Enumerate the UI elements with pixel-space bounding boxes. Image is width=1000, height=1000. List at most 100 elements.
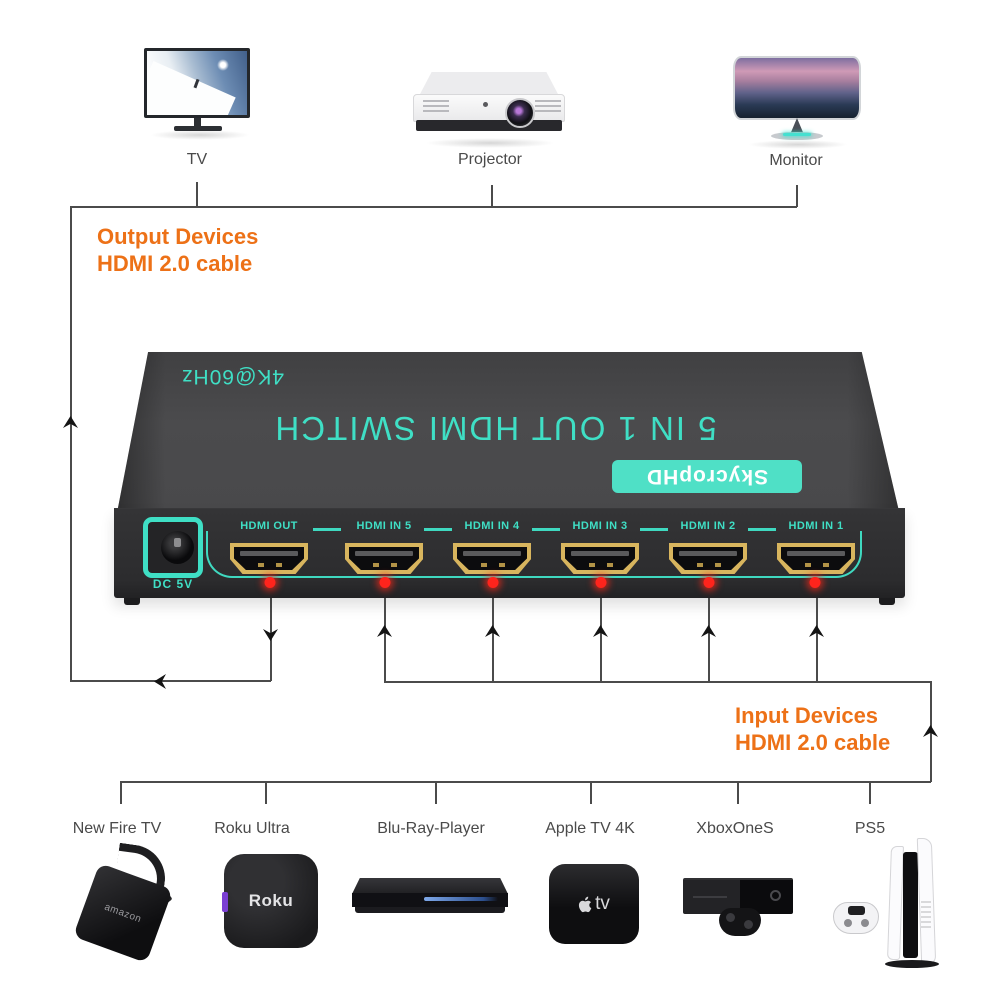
port-label-hdmi-in2: HDMI IN 2	[680, 520, 736, 532]
hdmi-in1-slot	[786, 551, 846, 556]
bluray-base	[355, 907, 505, 913]
roku-label: Roku Ultra	[214, 820, 290, 837]
hdmi-pin	[276, 563, 282, 567]
hdmi-out-port	[230, 543, 308, 574]
wire-in5-drop	[384, 598, 386, 682]
wire-input-bus-upper	[384, 681, 931, 683]
hdmi-in2-slot	[678, 551, 738, 556]
ps5-icon	[833, 838, 945, 970]
xbox-stick-left	[726, 913, 735, 922]
led-hdmi-in5	[379, 577, 391, 588]
output-caption-line1: Output Devices	[97, 224, 259, 249]
monitor-screen	[733, 56, 861, 120]
hdmi-pin	[607, 563, 613, 567]
hdmi-in5-port	[345, 543, 423, 574]
led-hdmi-in4	[487, 577, 499, 588]
tv-screen	[147, 51, 247, 115]
led-hdmi-in2	[703, 577, 715, 588]
output-caption-line2: HDMI 2.0 cable	[97, 251, 253, 276]
stub-roku	[265, 781, 267, 804]
ps5-touchpad	[848, 906, 865, 915]
wire-output-bottom	[70, 680, 271, 682]
roku-icon: Roku	[222, 854, 318, 948]
hdmi-out-slot	[239, 551, 299, 556]
hdmi-pin	[481, 563, 487, 567]
appletv-label: Apple TV 4K	[545, 820, 635, 837]
hdmi-in2-port	[669, 543, 747, 574]
tv-shadow	[150, 130, 250, 140]
switch-foot-left	[124, 598, 140, 605]
hdmi-pin	[715, 563, 721, 567]
hdmi-in5-slot	[354, 551, 414, 556]
hdmi-pin	[805, 563, 811, 567]
hdmi-in4-port	[453, 543, 531, 574]
stub-ps5	[869, 781, 871, 804]
hdmi-pin	[391, 563, 397, 567]
xbox-disc-slot	[693, 896, 727, 898]
switch-title-label: 5 IN 1 OUT HDMI SWITCH	[273, 410, 717, 447]
firetv-icon: amazon	[72, 842, 182, 966]
xbox-stick-right	[744, 920, 753, 929]
led-hdmi-in1	[809, 577, 821, 588]
switch-4k-label: 4K@60Hz	[180, 365, 285, 388]
hdmi-pin	[499, 563, 505, 567]
monitor-icon	[733, 56, 861, 146]
projector-label: Projector	[457, 151, 523, 168]
ps5-stand-base	[885, 960, 939, 968]
hdmi-pin	[373, 563, 379, 567]
wire-output-bus	[70, 206, 797, 208]
bluray-player-icon	[352, 878, 508, 920]
appletv-brand-text: tv	[595, 893, 610, 914]
wire-monitor-drop	[796, 185, 798, 207]
ps5-controller	[833, 902, 879, 934]
dc-jack-pin	[174, 538, 181, 547]
hdmi-in3-port	[561, 543, 639, 574]
port-label-hdmi-in3: HDMI IN 3	[572, 520, 628, 532]
hdmi-pin	[589, 563, 595, 567]
led-hdmi-in3	[595, 577, 607, 588]
ps5-stick-left	[844, 919, 852, 927]
projector-icon	[413, 72, 565, 142]
roku-brand-text: Roku	[248, 891, 294, 910]
hdmi-in5-port-inner	[349, 547, 419, 570]
ps5-stick-right	[861, 919, 869, 927]
projector-vent-right	[535, 100, 561, 112]
firetv-label: New Fire TV	[72, 820, 162, 837]
projector-lens	[505, 98, 535, 128]
hdmi-out-port-inner	[234, 547, 304, 570]
monitor-shadow	[748, 140, 848, 149]
stub-firetv	[120, 781, 122, 804]
arrow-left-output-bottom	[154, 674, 166, 689]
label-dash-5	[748, 528, 776, 531]
label-dash-2	[424, 528, 452, 531]
hdmi-in1-port	[777, 543, 855, 574]
hdmi-in2-port-inner	[673, 547, 743, 570]
xbox-controller	[719, 908, 761, 936]
label-dash-4	[640, 528, 668, 531]
projector-bottom-strip	[416, 120, 562, 131]
input-caption-line1: Input Devices	[735, 703, 879, 728]
bluray-blue-accent	[424, 897, 498, 901]
switch-foot-right	[879, 598, 895, 605]
tv-icon	[144, 48, 250, 118]
monitor-stand-light	[783, 133, 811, 136]
tv-label: TV	[186, 151, 208, 168]
hdmi-pin	[823, 563, 829, 567]
monitor-label: Monitor	[769, 152, 823, 169]
wire-input-bus-lower	[120, 781, 931, 783]
label-dash-1	[313, 528, 341, 531]
dc-jack-icon	[161, 531, 194, 564]
port-label-hdmi-in1: HDMI IN 1	[788, 520, 844, 532]
hdmi-in3-port-inner	[565, 547, 635, 570]
hdmi-in4-port-inner	[457, 547, 527, 570]
hdmi-pin	[258, 563, 264, 567]
wire-in1-drop	[816, 598, 818, 682]
hdmi-in1-port-inner	[781, 547, 851, 570]
wire-tv-drop	[196, 182, 198, 207]
bluray-label: Blu-Ray-Player	[377, 820, 485, 837]
switch-brand-badge: SkycropHD	[612, 460, 802, 493]
roku-side-tag	[222, 892, 228, 912]
wire-in3-drop	[600, 598, 602, 682]
port-label-hdmi-in4: HDMI IN 4	[464, 520, 520, 532]
